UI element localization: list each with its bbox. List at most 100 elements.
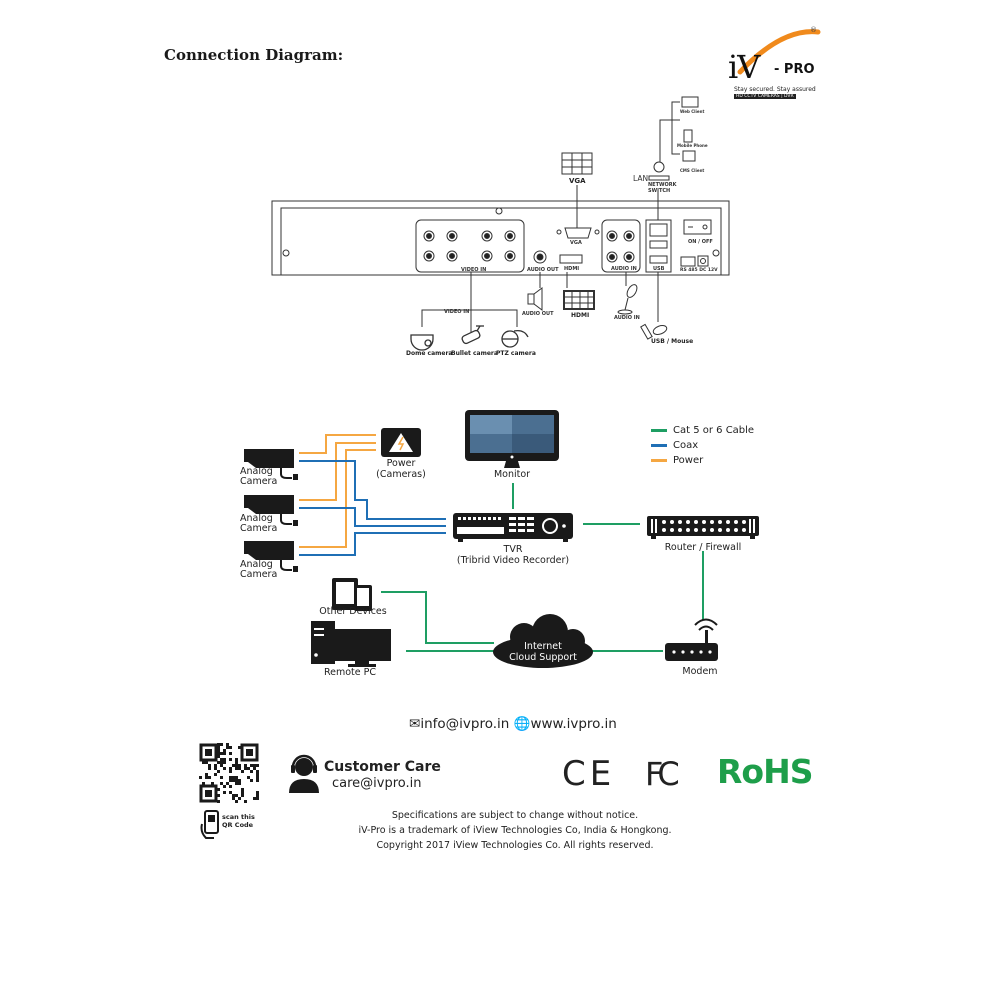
qr-module: [256, 791, 259, 794]
qr-module: [256, 764, 259, 767]
footer-email[interactable]: info@ivpro.in: [420, 716, 510, 732]
qr-module: [235, 794, 238, 797]
qr-module: [205, 776, 208, 779]
qr-module: [208, 764, 211, 767]
customer-care-email[interactable]: care@ivpro.in: [332, 776, 422, 791]
qr-module: [205, 761, 208, 764]
mobile-phone-label: Mobile Phone: [677, 143, 708, 148]
router-port-dot: [710, 528, 714, 532]
qr-module: [250, 764, 253, 767]
qr-module: [217, 743, 220, 746]
mic-label: AUDIO IN: [614, 315, 640, 321]
lan-port-icon: [649, 223, 668, 237]
legend-item-coax: Coax: [651, 438, 754, 453]
port-label-vga: VGA: [570, 240, 582, 246]
qr-module: [232, 797, 235, 800]
qr-module: [244, 800, 247, 803]
legend-item-cat5: Cat 5 or 6 Cable: [651, 423, 754, 438]
speaker-icon: [527, 287, 543, 311]
qr-module: [229, 770, 232, 773]
monitor-label: Monitor: [493, 469, 531, 480]
qr-module: [217, 746, 220, 749]
qr-module: [208, 767, 211, 770]
qr-module: [214, 767, 217, 770]
qr-module: [238, 797, 241, 800]
cms-client-label: CMS Client: [680, 168, 705, 173]
network-diagram: [244, 410, 759, 668]
screw-icon: [282, 249, 290, 257]
qr-module: [214, 764, 217, 767]
cloud-label: Internet Cloud Support: [503, 641, 583, 663]
qr-module: [247, 767, 250, 770]
analog-camera-icons: [244, 449, 298, 572]
vga-monitor-label: VGA: [569, 177, 586, 185]
qr-code[interactable]: [199, 743, 259, 803]
network-switch-label: NETWORK SWITCH: [648, 182, 677, 194]
qr-module: [208, 776, 211, 779]
qr-module: [223, 767, 226, 770]
router-port-dot: [718, 520, 722, 524]
qr-module: [238, 746, 241, 749]
qr-module: [217, 752, 220, 755]
legend-swatch-power: [651, 459, 667, 462]
qr-module: [232, 764, 235, 767]
router-port-dot: [678, 520, 682, 524]
router-port-dot: [686, 520, 690, 524]
qr-module: [217, 770, 220, 773]
port-label-on-off: ON / OFF: [688, 239, 713, 245]
legend-item-power: Power: [651, 453, 754, 468]
rear-panel-diagram: [271, 96, 730, 351]
qr-module: [241, 770, 244, 773]
usb-port-icon: [649, 255, 668, 264]
port-label-video-in: VIDEO IN: [461, 267, 487, 273]
modem-icon: [665, 618, 718, 661]
qr-module: [244, 767, 247, 770]
phone-scan-icon: [200, 810, 219, 839]
router-port-dot: [726, 520, 730, 524]
customer-care-headset-icon: [289, 754, 319, 793]
qr-module: [211, 782, 214, 785]
qr-module: [214, 773, 217, 776]
router-port-dot: [734, 528, 738, 532]
footer-contact: ✉info@ivpro.in 🌐www.ivpro.in: [409, 716, 617, 732]
qr-module: [223, 758, 226, 761]
envelope-icon: ✉: [409, 716, 421, 732]
qr-module: [220, 782, 223, 785]
dc-power-port: [680, 255, 709, 267]
qr-module: [238, 779, 241, 782]
router-port-dot: [670, 528, 674, 532]
analog-camera-label-text: Analog Camera: [240, 466, 278, 487]
video-in-connectors: [423, 230, 516, 262]
analog-camera-label: Analog Camera: [240, 514, 280, 534]
footer-website[interactable]: www.ivpro.in: [530, 716, 617, 732]
audio-out-connector: [533, 250, 547, 264]
dvr-back-plate: [280, 207, 722, 276]
microphone-icon: [617, 284, 638, 315]
qr-module: [220, 743, 223, 746]
router-port-dot: [726, 528, 730, 532]
qr-module: [235, 779, 238, 782]
qr-module: [256, 773, 259, 776]
coax-cables: [299, 460, 446, 556]
router-port-dot: [662, 520, 666, 524]
cloud-label-line1: Internet: [524, 641, 562, 652]
qr-module: [220, 752, 223, 755]
usb-mouse-label: USB / Mouse: [651, 338, 694, 345]
qr-module: [253, 764, 256, 767]
video-in-block: [415, 219, 525, 273]
customer-care-title: Customer Care: [324, 759, 441, 775]
qr-module: [256, 794, 259, 797]
legend-label: Coax: [673, 440, 699, 451]
disclaimer-line: iV-Pro is a trademark of iView Technolog…: [358, 825, 672, 836]
qr-module: [229, 746, 232, 749]
router-port-dot: [694, 520, 698, 524]
router-port-dot: [742, 528, 746, 532]
qr-module: [232, 794, 235, 797]
qr-module: [253, 797, 256, 800]
disclaimer: Specifications are subject to change wit…: [300, 808, 730, 853]
remote-pc-label: Remote PC: [323, 667, 377, 678]
router-port-dot: [686, 528, 690, 532]
router-port-dot: [670, 520, 674, 524]
router-port-dot: [678, 528, 682, 532]
qr-module: [232, 779, 235, 782]
